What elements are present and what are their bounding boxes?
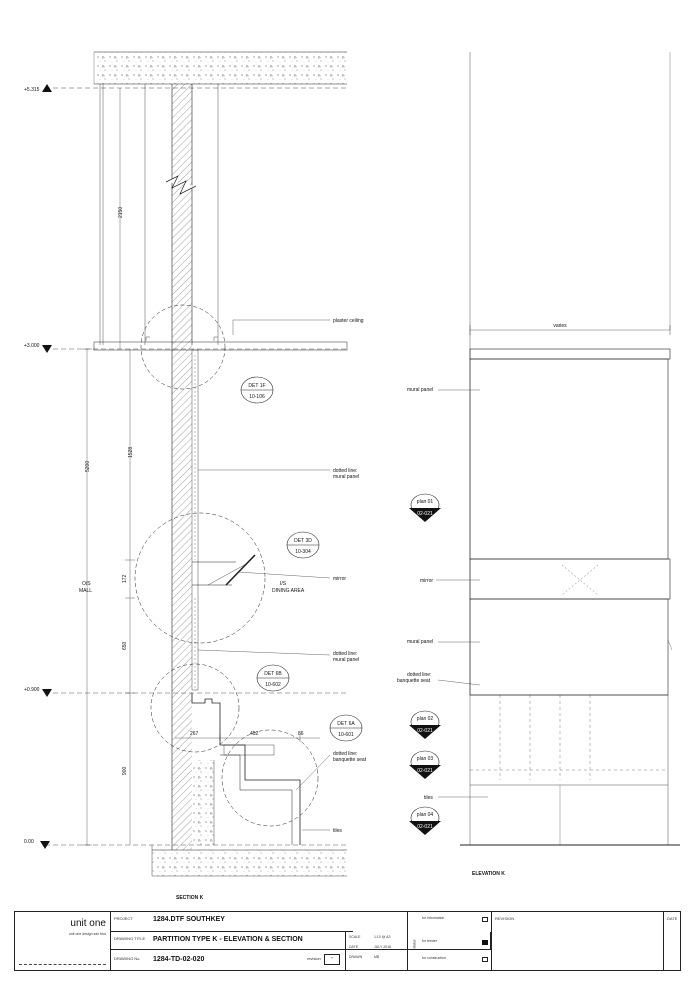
date-label: DATE xyxy=(349,945,359,949)
det-tag-1-top: DET 1F xyxy=(248,383,265,389)
company-logo: unit one xyxy=(70,918,106,929)
label-plaster-ceiling: plaster ceiling xyxy=(333,318,364,324)
elev-mirror: mirror xyxy=(420,578,433,584)
revision-label: revision xyxy=(307,956,321,961)
level-floor: 0.00 xyxy=(24,839,34,845)
date-column-label: DATE xyxy=(667,916,678,921)
project-row: PROJECT 1284.DTF SOUTHKEY xyxy=(111,912,353,932)
drawing-no-label: DRAWING No. xyxy=(114,956,141,961)
level-top: +5.315 xyxy=(24,87,40,93)
plan-tag-2-bottom: 02-021 xyxy=(417,728,433,734)
meta-cell: SCALE 1:10 @ A3 DATE JULY 2018 DRAWN MB xyxy=(345,932,407,970)
drawing-title-row: DRAWING TITLE PARTITION TYPE K - ELEVATI… xyxy=(111,932,491,950)
date-value: JULY 2018 xyxy=(374,945,391,949)
section-k xyxy=(40,51,363,877)
drawing-title-label: DRAWING TITLE xyxy=(114,936,146,941)
drawn-value: MB xyxy=(374,955,380,959)
dim-1528: 1528 xyxy=(128,447,134,458)
revision-cell: REVISION xyxy=(491,912,664,970)
label-is: I/S xyxy=(280,581,287,587)
drawing-title: PARTITION TYPE K - ELEVATION & SECTION xyxy=(153,936,303,943)
label-dotted-2: dotted line: xyxy=(333,651,357,657)
plan-tag-2-top: plan 02 xyxy=(417,716,434,722)
plan-tag-3-bottom: 02-021 xyxy=(417,768,433,774)
label-tiles: tiles xyxy=(333,828,342,834)
label-dotted-1: dotted line: xyxy=(333,468,357,474)
section-title: SECTION K xyxy=(176,895,204,901)
label-dotted-1b: mural panel xyxy=(333,474,359,480)
status-1-box xyxy=(482,917,488,922)
dim-452: 452 xyxy=(250,731,259,737)
drawing-no-row: DRAWING No. 1284-TD-02-020 revision - xyxy=(111,950,353,970)
det-tag-2-top: DET 3D xyxy=(294,538,312,544)
elevation-title: ELEVATION K xyxy=(472,871,505,877)
det-tag-3-bottom: 10-602 xyxy=(265,682,281,688)
label-mall: MALL xyxy=(79,588,92,594)
title-block: unit one unit one design sdn bhd PROJECT… xyxy=(14,911,681,971)
label-dining: DINING AREA xyxy=(272,588,305,594)
scale-value: 1:10 @ A3 xyxy=(374,935,391,939)
det-tag-4-top: DET 6A xyxy=(337,721,355,727)
elev-dotted: dotted line: xyxy=(407,672,431,678)
elev-dotted-b: banquette seat xyxy=(397,678,431,684)
level-ceiling: +3.000 xyxy=(24,343,40,349)
label-dotted-banqb: banquette seat xyxy=(333,757,367,763)
plan-tag-3-top: plan 03 xyxy=(417,756,434,762)
status-2: for tender xyxy=(422,939,437,943)
plan-tag-1-top: plan 01 xyxy=(417,499,434,505)
label-os: O/S xyxy=(82,581,91,587)
section-k-text: +5.315 +3.000 +0.900 0.00 2150 5200 1528… xyxy=(24,87,367,901)
company-sub: unit one design sdn bhd xyxy=(68,932,106,936)
label-mirror: mirror xyxy=(333,576,346,582)
label-dotted-banq: dotted line: xyxy=(333,751,357,757)
dim-267: 267 xyxy=(190,731,199,737)
elev-mural-2: mural panel xyxy=(407,639,433,645)
company-cell: unit one unit one design sdn bhd xyxy=(15,912,111,970)
plan-tag-4-top: plan 04 xyxy=(417,812,434,818)
dim-650: 650 xyxy=(122,641,128,650)
dim-900: 900 xyxy=(122,766,128,775)
elev-mural-1: mural panel xyxy=(407,387,433,393)
plan-tag-4-bottom: 02-021 xyxy=(417,824,433,830)
label-dotted-2b: mural panel xyxy=(333,657,359,663)
elevation-k xyxy=(409,52,680,846)
status-2-box xyxy=(482,940,488,945)
plan-tag-1-bottom: 02-021 xyxy=(417,511,433,517)
date-cell: DATE xyxy=(664,912,680,970)
revision-value: - xyxy=(324,954,340,965)
det-tag-3-top: DET 6B xyxy=(264,671,282,677)
status-1: for information xyxy=(422,916,445,920)
level-mid: +0.900 xyxy=(24,687,40,693)
scale-label: SCALE xyxy=(349,935,361,939)
dim-172: 172 xyxy=(122,574,128,583)
det-tag-4-bottom: 10-601 xyxy=(338,732,354,738)
dim-5200: 5200 xyxy=(85,461,91,472)
det-tag-2-bottom: 10-304 xyxy=(295,549,311,555)
status-cell: for information for tender for construct… xyxy=(407,912,491,970)
project-name: 1284.DTF SOUTHKEY xyxy=(153,916,225,923)
revision-column-label: REVISION xyxy=(495,916,515,921)
status-3-box xyxy=(482,957,488,962)
drawn-label: DRAWN xyxy=(349,955,363,959)
status-label: status xyxy=(412,939,417,949)
scale-bar xyxy=(19,961,106,965)
dim-2150: 2150 xyxy=(118,207,124,218)
project-label: PROJECT xyxy=(114,916,133,921)
drawing-no: 1284-TD-02-020 xyxy=(153,956,205,963)
elev-tiles: tiles xyxy=(424,795,433,801)
dim-86: 86 xyxy=(298,731,304,737)
dim-varies: varies xyxy=(553,323,567,329)
det-tag-1-bottom: 10-106 xyxy=(249,394,265,400)
elevation-k-text: varies mural panel mirror mural panel do… xyxy=(397,323,567,877)
status-3: for construction xyxy=(422,956,446,960)
